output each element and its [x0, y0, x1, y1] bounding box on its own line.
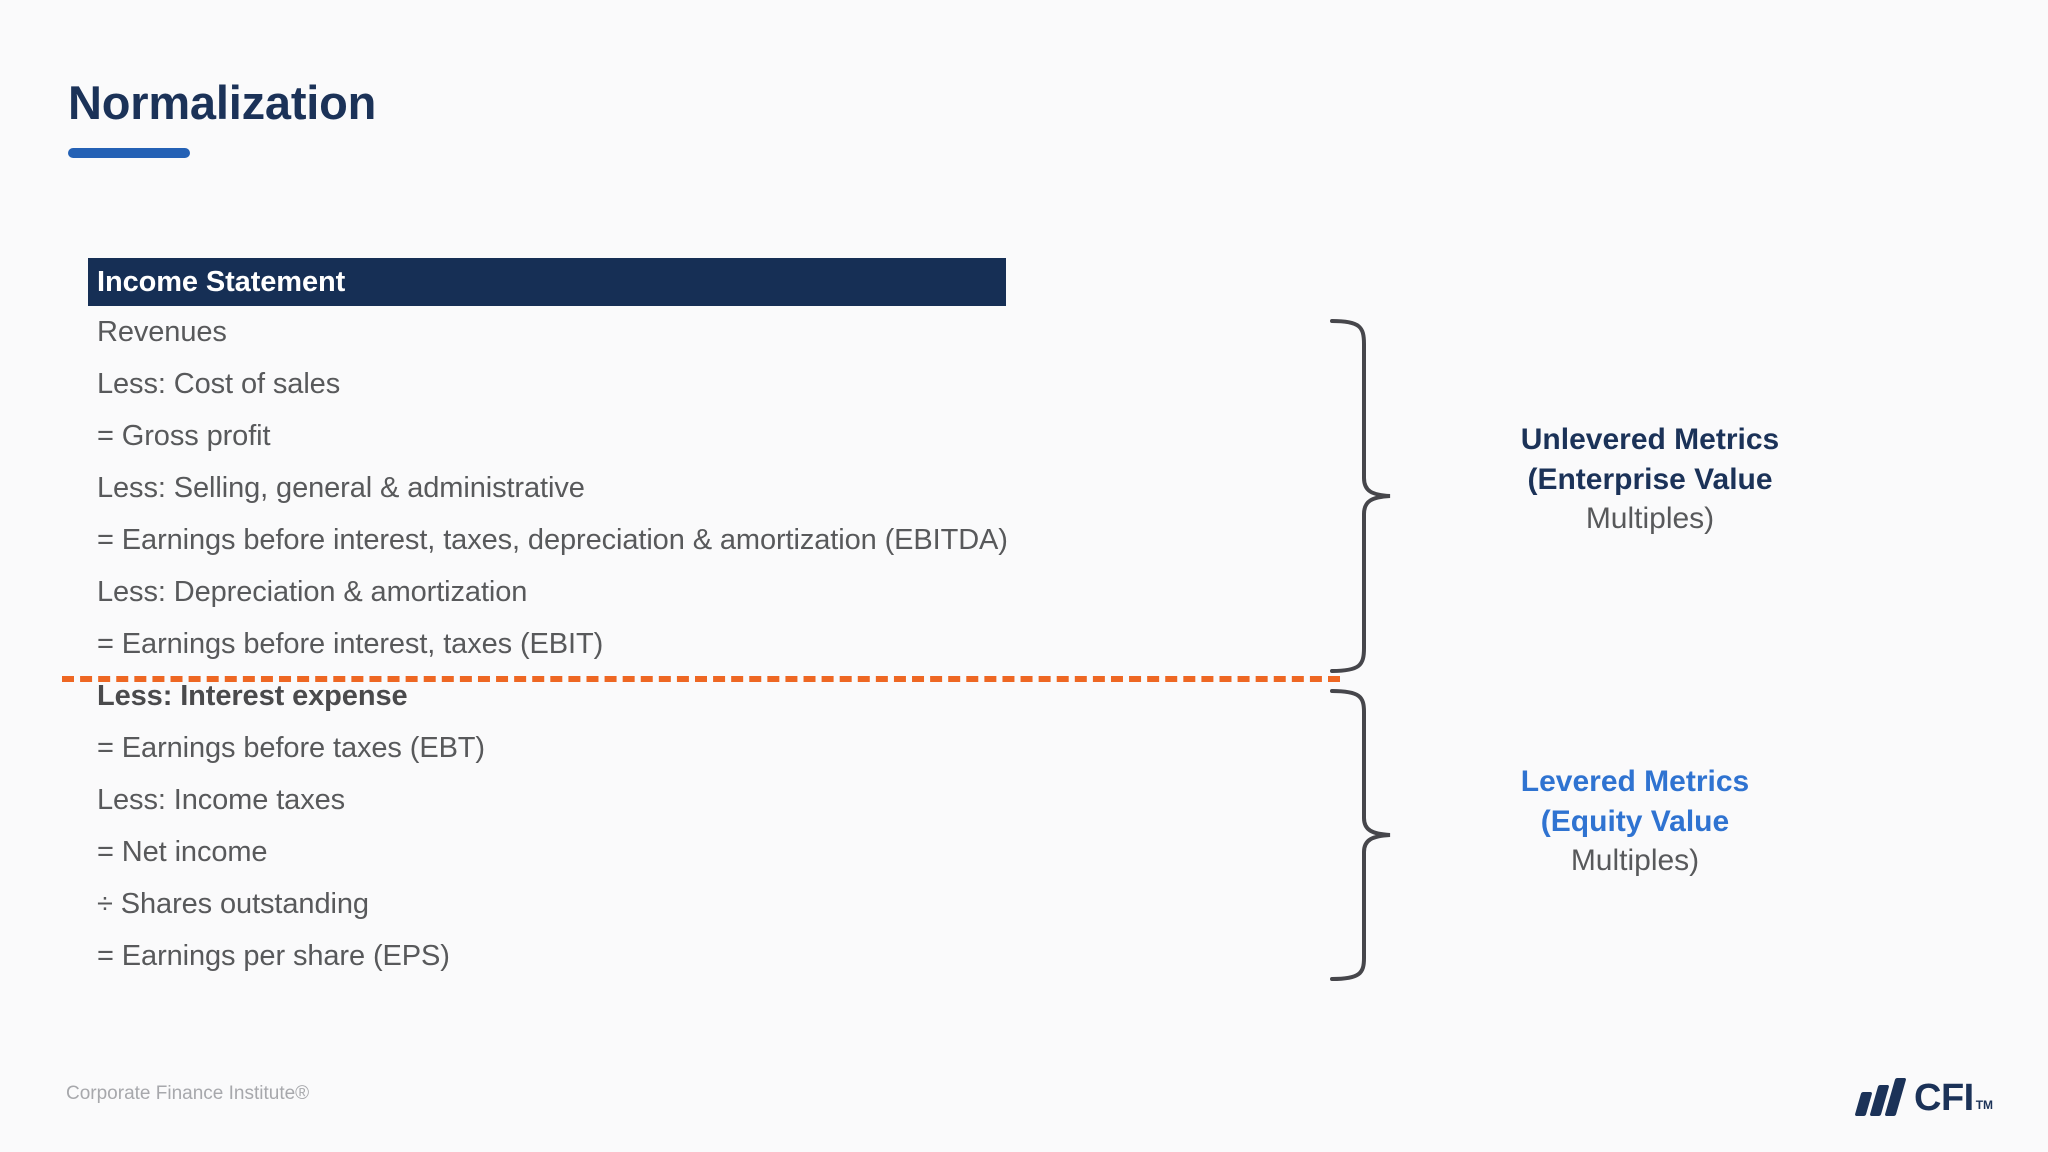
brace-levered: [1330, 689, 1391, 981]
line-item-ebitda: = Earnings before interest, taxes, depre…: [97, 523, 1008, 556]
income-statement-header-bar: Income Statement: [88, 258, 1006, 306]
unlevered-open-paren: (: [1527, 462, 1538, 496]
line-item-net-income: = Net income: [97, 835, 268, 868]
cfi-logo: CFI TM: [1854, 1076, 1994, 1119]
levered-metrics-label: Levered Metrics (Equity Value Multiples): [1440, 762, 1830, 881]
line-item-revenues: Revenues: [97, 315, 227, 348]
line-item-income-taxes: Less: Income taxes: [97, 783, 346, 816]
line-item-interest-expense: Less: Interest expense: [97, 679, 408, 712]
line-item-shares-outstanding: ÷ Shares outstanding: [97, 887, 369, 920]
levered-open-paren: (: [1540, 804, 1551, 838]
unlevered-metrics-line-1: Unlevered Metrics: [1520, 423, 1780, 456]
unlevered-metrics-line-3: Multiples): [1585, 502, 1715, 536]
line-item-gross-profit: = Gross profit: [97, 419, 271, 452]
title-underline-accent: [68, 148, 190, 158]
line-item-ebit: = Earnings before interest, taxes (EBIT): [97, 627, 604, 660]
income-statement-table: Income Statement Revenues Less: Cost of …: [88, 258, 1008, 982]
cfi-logo-bars-icon: [1854, 1078, 1907, 1116]
unlevered-levered-dashed-divider: [62, 676, 1340, 682]
brace-unlevered: [1330, 319, 1391, 673]
line-item-depreciation-amortization: Less: Depreciation & amortization: [97, 575, 528, 608]
page-title: Normalization: [68, 76, 377, 129]
levered-metrics-line-1: Levered Metrics: [1520, 765, 1750, 798]
line-item-cost-of-sales: Less: Cost of sales: [97, 367, 341, 400]
levered-metrics-value: Equity Value: [1550, 804, 1730, 838]
levered-metrics-line-2: (Equity Value: [1440, 802, 1830, 842]
unlevered-metrics-value: Enterprise Value: [1537, 462, 1773, 496]
line-item-sga: Less: Selling, general & administrative: [97, 471, 585, 504]
levered-metrics-line-3: Multiples): [1570, 844, 1700, 878]
cfi-logo-trademark: TM: [1975, 1098, 1994, 1112]
cfi-logo-wordmark: CFI: [1914, 1076, 1974, 1119]
footer-attribution: Corporate Finance Institute®: [66, 1083, 310, 1104]
unlevered-metrics-line-2: (Enterprise Value: [1455, 460, 1845, 500]
logo-bar-3: [1884, 1078, 1907, 1116]
title-block: Normalization: [68, 76, 377, 158]
line-item-eps: = Earnings per share (EPS): [97, 939, 450, 972]
income-statement-header-label: Income Statement: [97, 265, 346, 298]
unlevered-metrics-label: Unlevered Metrics (Enterprise Value Mult…: [1455, 420, 1845, 539]
line-item-ebt: = Earnings before taxes (EBT): [97, 731, 485, 764]
